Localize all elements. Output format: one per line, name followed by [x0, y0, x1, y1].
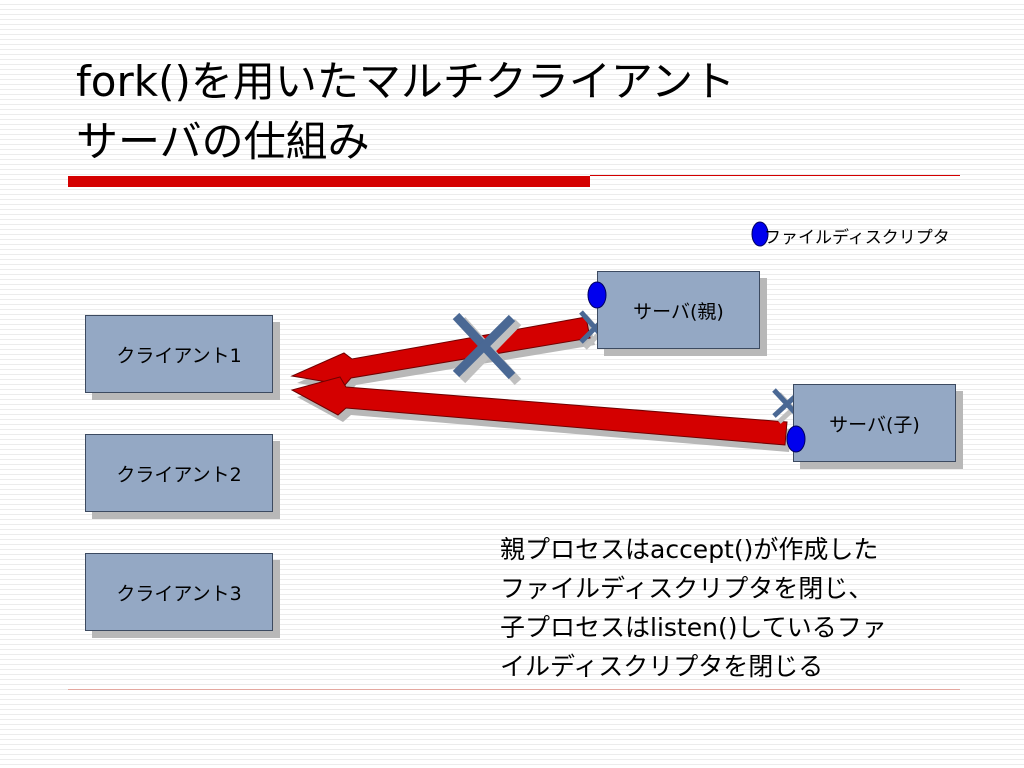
parent-listen-descriptor-icon [587, 281, 607, 309]
client-box-3-label: クライアント3 [116, 582, 242, 605]
server-child-label: サーバ(子) [829, 413, 920, 436]
title-underline-thick [68, 176, 590, 187]
client-box-1-label: クライアント1 [116, 344, 242, 367]
client-box-3: クライアント3 [85, 553, 273, 631]
server-parent-box: サーバ(親) [597, 271, 760, 349]
explanation-line-1: 親プロセスはaccept()が作成した [500, 535, 879, 564]
legend-label: ファイルディスクリプタ [764, 228, 950, 248]
server-parent-label: サーバ(親) [633, 300, 724, 323]
client-box-2-label: クライアント2 [116, 463, 242, 486]
legend-descriptor-icon [751, 221, 769, 247]
connection-closed-cross-icon [452, 312, 522, 386]
title-underline-thin [590, 175, 960, 176]
footer-rule [68, 689, 960, 690]
explanation-line-4: イルディスクリプタを閉じる [500, 652, 824, 681]
explanation-text: 親プロセスはaccept()が作成した ファイルディスクリプタを閉じ、 子プロセ… [500, 530, 970, 686]
slide-title-line-2: サーバの仕組み [76, 117, 370, 166]
arrow-parent-to-client1 [290, 316, 591, 386]
child-accept-descriptor-icon [786, 425, 806, 453]
slide-title-line-1: fork()を用いたマルチクライアント [76, 57, 736, 106]
arrow-child-to-client1 [290, 376, 788, 446]
explanation-line-2: ファイルディスクリプタを閉じ、 [500, 574, 874, 603]
client-box-1: クライアント1 [85, 315, 273, 393]
server-child-box: サーバ(子) [793, 384, 956, 462]
client-box-2: クライアント2 [85, 434, 273, 512]
slide-title: fork()を用いたマルチクライアント サーバの仕組み [76, 52, 976, 172]
explanation-line-3: 子プロセスはlisten()しているファ [500, 613, 887, 642]
